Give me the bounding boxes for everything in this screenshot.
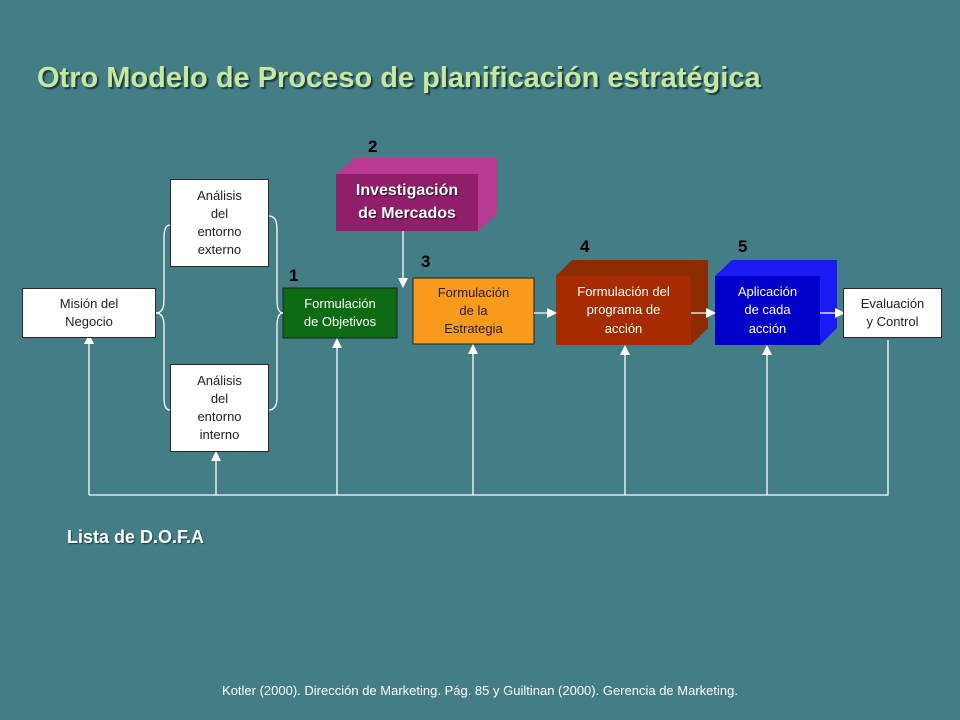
mision-box: Misión del Negocio bbox=[22, 288, 156, 338]
step-number-5: 5 bbox=[738, 237, 748, 256]
step-number-3: 3 bbox=[421, 252, 431, 271]
objetivos-label: Formulación de Objetivos bbox=[303, 295, 377, 329]
left-brace bbox=[155, 224, 171, 411]
right-brace bbox=[268, 215, 284, 411]
evaluacion-box: Evaluación y Control bbox=[843, 288, 942, 338]
footer-citation: Kotler (2000). Dirección de Marketing. P… bbox=[222, 683, 738, 698]
programa-block bbox=[556, 260, 708, 345]
investigacion-label: Investigación de Mercados bbox=[355, 182, 459, 222]
analisis-interno-box: Análisis del entorno interno bbox=[170, 364, 269, 452]
programa-label: Formulación del programa de acción bbox=[577, 284, 670, 336]
feedback-loop bbox=[84, 334, 889, 496]
analisis-externo-box: Análisis del entorno externo bbox=[170, 179, 269, 267]
dofa-label: Lista de D.O.F.A bbox=[67, 527, 205, 547]
slide-title: Otro Modelo de Proceso de planificación … bbox=[37, 62, 761, 94]
flow-arrows bbox=[398, 231, 845, 318]
estrategia-label: Formulación de la Estrategia bbox=[437, 284, 510, 337]
step-number-2: 2 bbox=[368, 137, 378, 156]
aplicacion-block bbox=[715, 260, 837, 345]
step-number-1: 1 bbox=[289, 266, 299, 285]
step-number-4: 4 bbox=[580, 237, 590, 256]
investigacion-block bbox=[336, 158, 497, 231]
aplicacion-label: Aplicación de cada acción bbox=[737, 284, 798, 336]
